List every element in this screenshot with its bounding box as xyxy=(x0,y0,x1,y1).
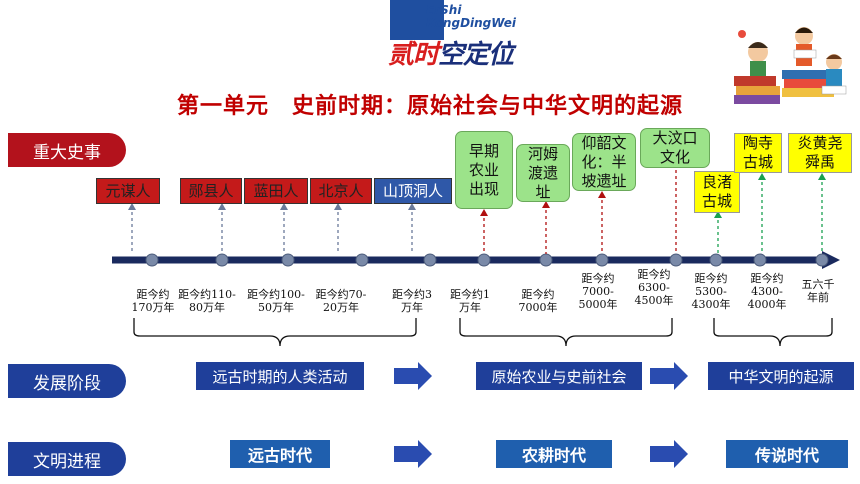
logo: ErShi KongDingWei 贰时空定位 xyxy=(384,0,516,70)
logo-block xyxy=(390,0,444,40)
event-shandingdong: 山顶洞人 xyxy=(374,178,452,204)
stage-primitive-agriculture: 原始农业与史前社会 xyxy=(476,362,642,390)
date-2: 距今约110-80万年 xyxy=(178,288,236,314)
era-ancient: 远古时代 xyxy=(230,440,330,468)
connector-arrowheads xyxy=(128,203,416,210)
date-3: 距今约100-50万年 xyxy=(247,288,305,314)
connectors-agri xyxy=(483,170,677,254)
connectors-legend xyxy=(717,176,823,254)
connectors-early xyxy=(131,206,413,254)
event-yuanmou: 元谋人 xyxy=(96,178,160,204)
kids-books-illustration xyxy=(734,27,847,104)
date-7: 距今约7000年 xyxy=(518,288,558,314)
date-9: 距今约6300-4500年 xyxy=(634,268,674,307)
row-label-stages: 发展阶段 xyxy=(8,364,126,398)
logo-pinyin: ErShi KongDingWei xyxy=(426,3,516,30)
date-6: 距今约1万年 xyxy=(450,288,490,314)
event-lantian: 蓝田人 xyxy=(244,178,308,204)
event-yanhuang: 炎黄尧舜禹 xyxy=(788,133,852,173)
stage-civilization-origin: 中华文明的起源 xyxy=(708,362,854,390)
row-label-events: 重大史事 xyxy=(8,133,126,167)
event-yunxian: 郧县人 xyxy=(180,178,242,204)
date-5: 距今约3万年 xyxy=(392,288,432,314)
row-label-civilization: 文明进程 xyxy=(8,442,126,476)
event-dawenkou: 大汶口文化 xyxy=(640,128,710,168)
era-farming: 农耕时代 xyxy=(496,440,612,468)
stage-arrows xyxy=(394,362,688,468)
date-12: 五六千年前 xyxy=(801,278,835,304)
event-hemudu: 河姆渡遗址 xyxy=(516,144,570,202)
event-early-agriculture: 早期农业出现 xyxy=(455,131,513,209)
event-yangshao: 仰韶文化：半坡遗址 xyxy=(572,133,636,191)
timeline-nodes xyxy=(145,253,829,267)
event-beijing: 北京人 xyxy=(310,178,372,204)
era-legend: 传说时代 xyxy=(726,440,848,468)
event-liangzhu: 良渚古城 xyxy=(694,171,740,213)
date-11: 距今约4300-4000年 xyxy=(747,272,787,311)
date-4: 距今约70-20万年 xyxy=(315,288,367,314)
page-title: 第一单元 史前时期：原始社会与中华文明的起源 xyxy=(176,93,683,119)
period-brackets xyxy=(133,318,833,347)
date-1: 距今约170万年 xyxy=(131,288,175,314)
date-8: 距今约7000-5000年 xyxy=(578,272,618,311)
date-10: 距今约5300-4300年 xyxy=(691,272,731,311)
logo-text: 贰时空定位 xyxy=(388,40,514,70)
stage-ancient-human-activity: 远古时期的人类活动 xyxy=(196,362,364,390)
event-taosi: 陶寺古城 xyxy=(734,133,782,173)
